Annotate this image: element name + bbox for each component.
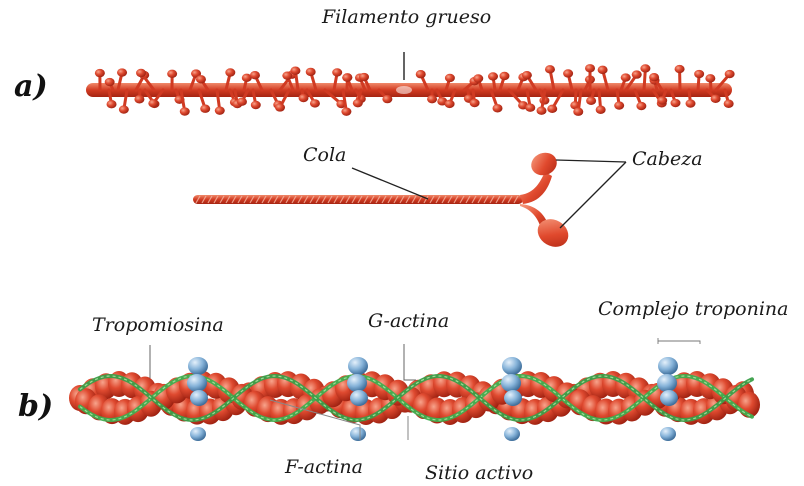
f-actin-beads: [69, 371, 760, 425]
myosin-molecule: [193, 149, 573, 252]
thin-filament: [69, 357, 760, 441]
troponin-complex: [501, 357, 522, 441]
leader-cola: [352, 168, 428, 199]
troponin-complex: [347, 357, 368, 441]
troponin-complex: [657, 357, 678, 441]
leader-complejo-troponina: [658, 338, 700, 344]
troponin-complex: [187, 357, 208, 441]
myosin-head-upper: [528, 149, 560, 179]
leader-g-actina: [404, 344, 416, 380]
thick-filament: [86, 64, 735, 116]
leader-cabeza-upper: [556, 160, 626, 162]
leader-cabeza-lower: [560, 162, 626, 228]
